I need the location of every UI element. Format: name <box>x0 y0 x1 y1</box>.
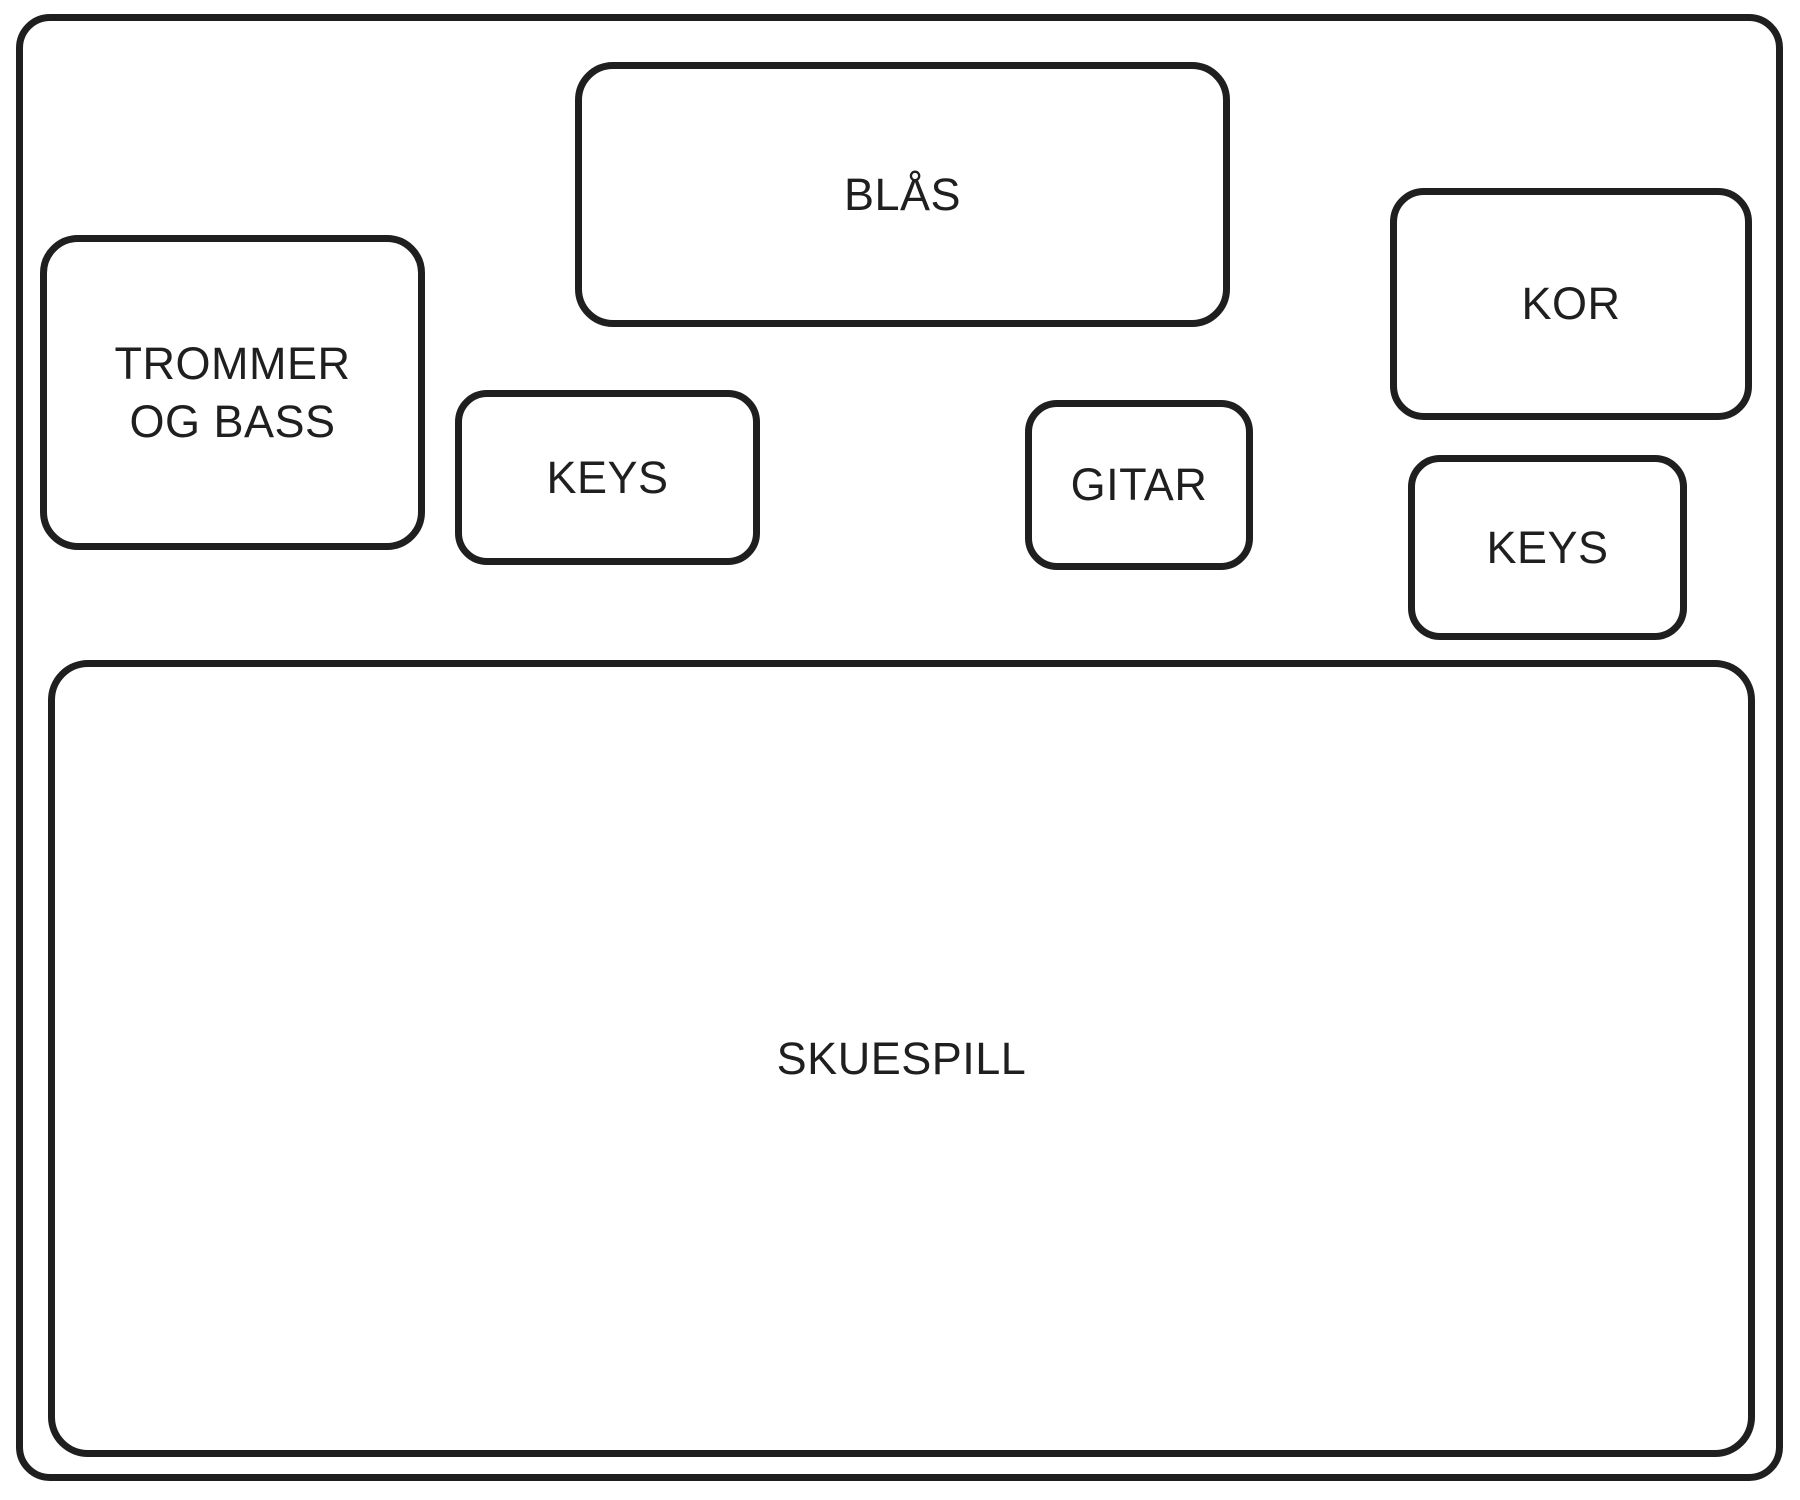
zone-keys-left[interactable]: KEYS <box>455 390 760 565</box>
zone-keys-right[interactable]: KEYS <box>1408 455 1687 640</box>
zone-label-keys-right: KEYS <box>1486 521 1609 573</box>
zone-kor[interactable]: KOR <box>1390 188 1752 420</box>
zone-label-keys-left: KEYS <box>546 451 669 503</box>
zone-label-skuespill: SKUESPILL <box>776 1032 1027 1084</box>
zone-skuespill[interactable]: SKUESPILL <box>48 660 1755 1457</box>
zone-trommer-og-bass[interactable]: TROMMER OG BASS <box>40 235 425 550</box>
zone-label-blas: BLÅS <box>843 168 962 220</box>
zone-blas[interactable]: BLÅS <box>575 62 1230 327</box>
zone-gitar[interactable]: GITAR <box>1025 400 1253 570</box>
zone-label-kor: KOR <box>1521 278 1621 330</box>
zone-label-gitar: GITAR <box>1070 459 1208 511</box>
zone-label-trommer-og-bass: TROMMER OG BASS <box>114 337 351 447</box>
